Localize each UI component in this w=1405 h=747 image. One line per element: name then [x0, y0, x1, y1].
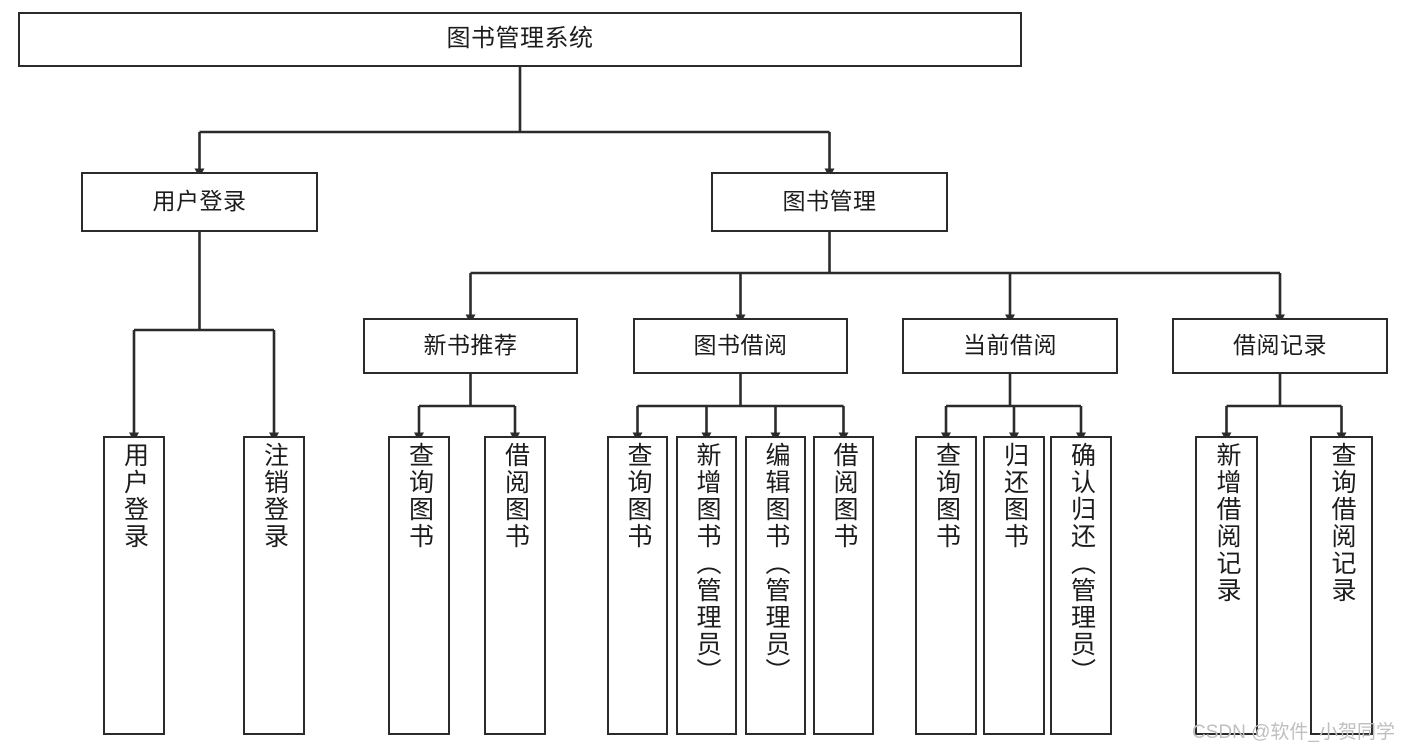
node-label-leaf-login-1: 用户登录 [120, 442, 149, 550]
node-label-leaf-new-1: 查询图书 [405, 442, 434, 550]
node-label-leaf-new-2: 借阅图书 [501, 442, 530, 550]
node-current[interactable]: 当前借阅 [902, 318, 1118, 374]
node-label-leaf-login-2: 注销登录 [260, 442, 289, 550]
node-label-bookmgmt: 图书管理 [782, 188, 877, 215]
watermark-text: CSDN @软件_小贺同学 [1192, 722, 1395, 743]
node-leaf-rec-2[interactable]: 查询借阅记录 [1310, 436, 1373, 735]
node-leaf-new-1[interactable]: 查询图书 [388, 436, 450, 735]
node-leaf-login-2[interactable]: 注销登录 [243, 436, 305, 735]
node-root[interactable]: 图书管理系统 [18, 12, 1022, 67]
edge-paths [129, 67, 1347, 442]
node-bookmgmt[interactable]: 图书管理 [711, 172, 948, 232]
node-login[interactable]: 用户登录 [81, 172, 318, 232]
node-label-current: 当前借阅 [963, 332, 1057, 359]
node-leaf-cur-2[interactable]: 归还图书 [983, 436, 1045, 735]
node-borrow[interactable]: 图书借阅 [633, 318, 848, 374]
node-leaf-bor-1[interactable]: 查询图书 [607, 436, 668, 735]
node-label-leaf-rec-2: 查询借阅记录 [1328, 442, 1356, 604]
node-records[interactable]: 借阅记录 [1172, 318, 1388, 374]
node-leaf-bor-4[interactable]: 借阅图书 [813, 436, 874, 735]
node-leaf-rec-1[interactable]: 新增借阅记录 [1195, 436, 1258, 735]
node-leaf-cur-3[interactable]: 确认归还（管理员） [1050, 436, 1112, 735]
node-label-leaf-bor-2: 新增图书（管理员） [693, 442, 721, 685]
node-label-leaf-bor-1: 查询图书 [624, 442, 652, 550]
node-newbook[interactable]: 新书推荐 [363, 318, 578, 374]
node-leaf-bor-2[interactable]: 新增图书（管理员） [676, 436, 737, 735]
node-leaf-new-2[interactable]: 借阅图书 [484, 436, 546, 735]
node-leaf-cur-1[interactable]: 查询图书 [915, 436, 977, 735]
node-leaf-login-1[interactable]: 用户登录 [103, 436, 165, 735]
node-label-newbook: 新书推荐 [423, 332, 518, 359]
node-label-leaf-bor-4: 借阅图书 [830, 442, 858, 550]
node-label-root: 图书管理系统 [446, 25, 594, 53]
node-leaf-bor-3[interactable]: 编辑图书（管理员） [745, 436, 806, 735]
node-label-login: 用户登录 [152, 188, 247, 215]
node-label-borrow: 图书借阅 [693, 332, 788, 359]
node-label-leaf-bor-3: 编辑图书（管理员） [762, 442, 790, 685]
node-label-leaf-cur-2: 归还图书 [1000, 442, 1029, 550]
node-label-records: 借阅记录 [1233, 332, 1327, 359]
node-label-leaf-cur-3: 确认归还（管理员） [1067, 442, 1096, 685]
node-label-leaf-cur-1: 查询图书 [932, 442, 961, 550]
node-label-leaf-rec-1: 新增借阅记录 [1213, 442, 1241, 604]
